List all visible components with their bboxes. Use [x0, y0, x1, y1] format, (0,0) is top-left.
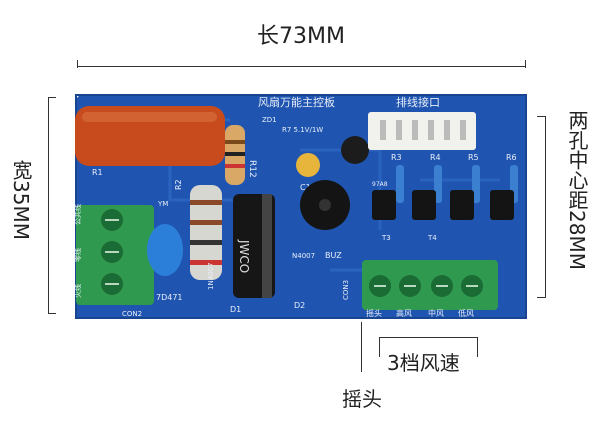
label-r12: R12 [247, 160, 257, 178]
resistor-r2 [190, 185, 222, 280]
label-term-low: 低风 [458, 308, 474, 318]
swing-annotation: 摇头 [342, 387, 382, 411]
ceramic-capacitor [296, 153, 320, 177]
length-bracket-right [525, 60, 526, 68]
label-ym: YM [157, 200, 168, 208]
hole-bracket-bottom [537, 297, 546, 298]
length-bracket [77, 66, 526, 67]
width-bracket-bottom [48, 313, 56, 314]
hole-spacing-annotation: 两孔中心距28MM [562, 110, 592, 320]
label-term-swing: 摇头 [366, 308, 382, 318]
label-t4: T4 [427, 234, 437, 242]
board-title: 风扇万能主控板 [258, 95, 335, 109]
label-con2: CON2 [122, 310, 142, 318]
label-zero-line: 零线 [73, 248, 82, 262]
length-annotation: 长73MM [257, 24, 345, 49]
label-zd1: ZD1 [262, 116, 277, 124]
label-t3: T3 [381, 234, 391, 242]
label-term-high: 高风 [396, 308, 412, 318]
label-triac: 97A8 [372, 181, 388, 188]
label-term-mid: 中风 [428, 308, 444, 318]
svg-text:JWCO: JWCO [237, 239, 251, 273]
width-bracket [48, 97, 49, 313]
fan-terminal-block [362, 260, 498, 310]
label-r3: R3 [391, 153, 402, 162]
hole-bracket [545, 116, 546, 298]
width-text: 宽35MM [9, 160, 33, 240]
width-annotation: 宽35MM [6, 160, 36, 260]
label-1n4007: 1N4007 [207, 262, 215, 290]
small-capacitor [341, 136, 369, 164]
label-r2: R2 [174, 179, 183, 190]
label-public-line: 公共线 [73, 204, 82, 225]
speed-bracket-right [477, 337, 478, 357]
label-r4: R4 [430, 153, 441, 162]
label-con3: CON3 [342, 280, 350, 300]
swing-pointer [361, 322, 362, 372]
label-r7: R7 5.1V/1W [282, 126, 323, 134]
label-buz: BUZ [325, 251, 342, 260]
label-n4007: N4007 [292, 252, 315, 260]
label-d2: D2 [294, 301, 305, 310]
hole-bracket-top [537, 116, 546, 117]
width-bracket-top [48, 97, 56, 98]
label-fire-line: 火线 [73, 284, 82, 298]
label-varistor: 7D471 [156, 293, 183, 302]
label-r5: R5 [468, 153, 479, 162]
label-r6: R6 [506, 153, 517, 162]
hole-spacing-text: 两孔中心距28MM [565, 110, 589, 270]
speed-levels-annotation: 3档风速 [387, 351, 460, 375]
triac-array [372, 190, 514, 220]
label-c1: C1 [300, 183, 311, 192]
label-r1: R1 [92, 168, 103, 177]
varistor [147, 224, 183, 276]
label-d1: D1 [230, 305, 241, 314]
length-bracket-left [77, 60, 78, 68]
speed-bracket-left [379, 337, 380, 357]
connector-label: 排线接口 [396, 95, 440, 109]
speed-bracket [379, 337, 478, 338]
